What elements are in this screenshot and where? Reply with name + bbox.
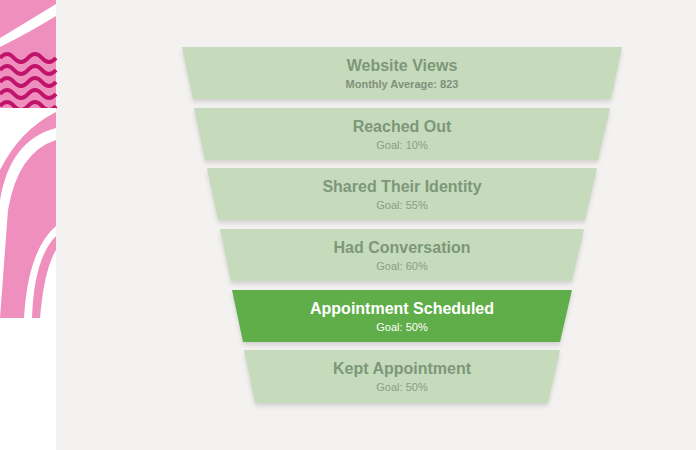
- funnel-stage: Had ConversationGoal: 60%: [220, 229, 584, 281]
- stage-title: Reached Out: [353, 117, 452, 136]
- funnel-stage: Reached OutGoal: 10%: [194, 108, 610, 160]
- stage-title: Shared Their Identity: [322, 177, 481, 196]
- stage-goal: Monthly Average: 823: [346, 77, 459, 91]
- funnel-stage: Website ViewsMonthly Average: 823: [182, 47, 622, 99]
- stage-goal: Goal: 50%: [376, 320, 427, 334]
- stage-title: Appointment Scheduled: [310, 299, 494, 318]
- stage-goal: Goal: 55%: [376, 198, 427, 212]
- funnel-stage: Appointment ScheduledGoal: 50%: [232, 290, 572, 342]
- funnel-stage: Shared Their IdentityGoal: 55%: [207, 168, 597, 220]
- stage-text: Reached OutGoal: 10%: [194, 108, 610, 160]
- stage-goal: Goal: 10%: [376, 138, 427, 152]
- stage-text: Website ViewsMonthly Average: 823: [182, 47, 622, 99]
- stage-text: Appointment ScheduledGoal: 50%: [232, 290, 572, 342]
- stage-text: Shared Their IdentityGoal: 55%: [207, 168, 597, 220]
- stage-goal: Goal: 50%: [376, 380, 427, 394]
- stage-text: Had ConversationGoal: 60%: [220, 229, 584, 281]
- funnel-stage: Kept AppointmentGoal: 50%: [244, 350, 560, 403]
- stage-text: Kept AppointmentGoal: 50%: [244, 350, 560, 403]
- stage-title: Had Conversation: [334, 238, 471, 257]
- stage-goal: Goal: 60%: [376, 259, 427, 273]
- stage-title: Website Views: [347, 56, 458, 75]
- stage-title: Kept Appointment: [333, 359, 471, 378]
